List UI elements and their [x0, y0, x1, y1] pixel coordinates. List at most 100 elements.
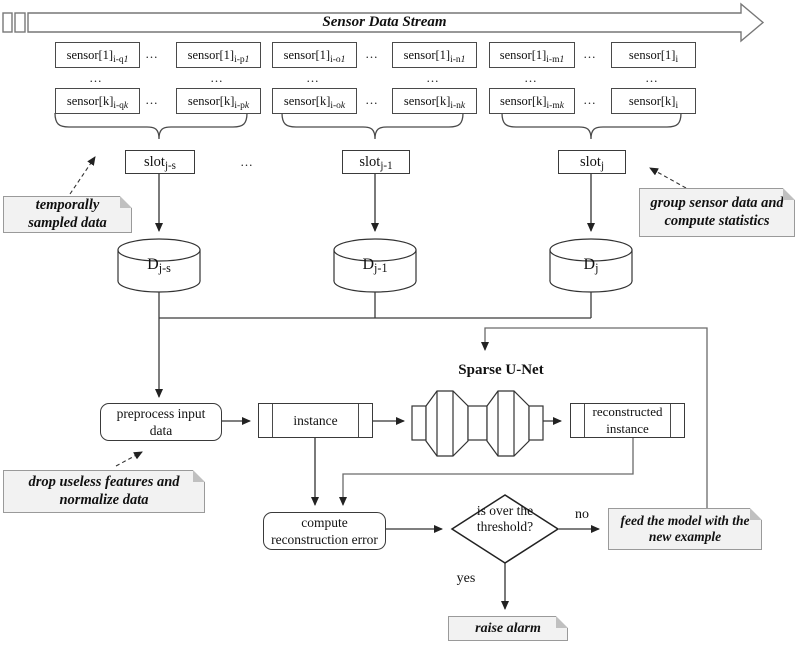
sensor-label: sensor[k] [628, 94, 676, 108]
sensor-subscript: i-mk [547, 101, 564, 111]
ellipsis: ... [583, 46, 597, 61]
ellipsis: ... [583, 92, 597, 107]
db-subscript: j [595, 261, 599, 275]
sensor-subscript: i-m1 [546, 55, 564, 65]
sensor-label: sensor[1] [403, 48, 451, 62]
subscript-text: i-p [234, 101, 245, 111]
ellipsis: ... [240, 154, 254, 169]
sensor-box: sensor[k]i-pk [176, 88, 261, 114]
stream-arrow [2, 2, 765, 43]
slot-subscript: j [600, 160, 604, 172]
slot-subscript: j-s [164, 160, 176, 172]
instance-label: instance [293, 412, 338, 428]
sensor-label: sensor[1] [187, 48, 235, 62]
feedback-line [481, 327, 708, 508]
note-raise-alarm: raise alarm [448, 616, 568, 641]
subscript-text: i-o [330, 55, 341, 65]
database-label: Dj [551, 256, 631, 276]
db-name: D [362, 256, 375, 273]
sensor-box: sensor[1]i-o1 [272, 42, 357, 68]
subscript-index: k [340, 101, 346, 111]
note-feed-model: feed the model with the new example [608, 508, 762, 550]
brace-slot-j1 [281, 112, 464, 140]
database-cylinder [117, 238, 201, 293]
db-name: D [147, 256, 159, 273]
sensor-label: sensor[1] [283, 48, 331, 62]
slot-box: slotj [558, 150, 626, 174]
database-label: Dj-1 [335, 256, 415, 276]
sensor-box: sensor[1]i-m1 [489, 42, 575, 68]
database-cylinders [117, 238, 633, 293]
subscript-text: i-q [113, 101, 124, 111]
db-subscript: j-1 [374, 261, 388, 275]
subscript-text: i-q [113, 55, 124, 65]
tape-line [358, 404, 359, 437]
ellipsis: ... [306, 70, 320, 85]
sensor-label: sensor[k] [66, 94, 114, 108]
flow-arrows [222, 417, 634, 610]
sensor-label: sensor[k] [187, 94, 235, 108]
subscript-index: 1 [559, 55, 565, 65]
subscript-text: i-m [546, 55, 560, 65]
decision-label: is over the threshold? [476, 503, 534, 535]
slot-box: slotj-s [125, 150, 195, 174]
note-temporally-sampled: temporally sampled data [3, 196, 132, 233]
subscript-text: i [675, 55, 679, 65]
subscript-text: i-m [546, 101, 560, 111]
group-braces [54, 112, 682, 140]
sensor-box: sensor[1]i [611, 42, 696, 68]
sensor-box: sensor[k]i-nk [392, 88, 477, 114]
ellipsis: ... [145, 92, 159, 107]
preprocess-box: preprocess input data [100, 403, 222, 441]
sensor-box: sensor[k]i-ok [272, 88, 357, 114]
sensor-label: sensor[1] [499, 48, 547, 62]
database-cylinder [333, 238, 417, 293]
sensor-subscript: i-ok [330, 101, 345, 111]
slot-box: slotj-1 [342, 150, 410, 174]
ellipsis: ... [365, 46, 379, 61]
subscript-text: i-n [450, 101, 461, 111]
subscript-text: i-p [234, 55, 245, 65]
slot-label: slot [359, 154, 381, 170]
reconstructed-instance-box: reconstructed instance [570, 403, 685, 438]
subscript-index: k [123, 101, 129, 111]
sensor-box: sensor[1]i-p1 [176, 42, 261, 68]
ellipsis: ... [210, 70, 224, 85]
tape-line [272, 404, 273, 437]
subscript-index: 1 [340, 55, 346, 65]
database-cylinder [549, 238, 633, 293]
unet-glyph [411, 390, 544, 457]
sensor-subscript: i-pk [234, 101, 249, 111]
sensor-box: sensor[k]i-qk [55, 88, 140, 114]
note-drop-features: drop useless features and normalize data [3, 470, 205, 513]
no-label: no [575, 507, 589, 522]
reconstructed-label: reconstructed instance [592, 403, 663, 436]
sensor-box: sensor[1]i-q1 [55, 42, 140, 68]
note-group-statistics: group sensor data and compute statistics [639, 188, 795, 237]
subscript-index: k [244, 101, 250, 111]
subscript-index: k [460, 101, 466, 111]
brace-slot-j [501, 112, 682, 140]
subscript-index: k [559, 101, 564, 111]
sensor-subscript: i [675, 101, 678, 111]
ellipsis: ... [145, 46, 159, 61]
subscript-text: i-n [450, 55, 461, 65]
brace-slot-js [54, 112, 248, 140]
stream-title: Sensor Data Stream [322, 14, 447, 30]
sensor-label: sensor[k] [500, 94, 547, 108]
sensor-label: sensor[1] [628, 48, 676, 62]
ellipsis: ... [89, 70, 103, 85]
subscript-index: 1 [244, 55, 250, 65]
slot-label: slot [144, 154, 165, 170]
ellipsis: ... [365, 92, 379, 107]
sensor-subscript: i-n1 [450, 55, 465, 65]
sensor-subscript: i [675, 55, 678, 65]
sensor-subscript: i-o1 [330, 55, 345, 65]
instance-box: instance [258, 403, 373, 438]
sensor-box: sensor[k]i [611, 88, 696, 114]
sensor-subscript: i-p1 [234, 55, 249, 65]
ellipsis: ... [645, 70, 659, 85]
subscript-text: i-o [330, 101, 341, 111]
